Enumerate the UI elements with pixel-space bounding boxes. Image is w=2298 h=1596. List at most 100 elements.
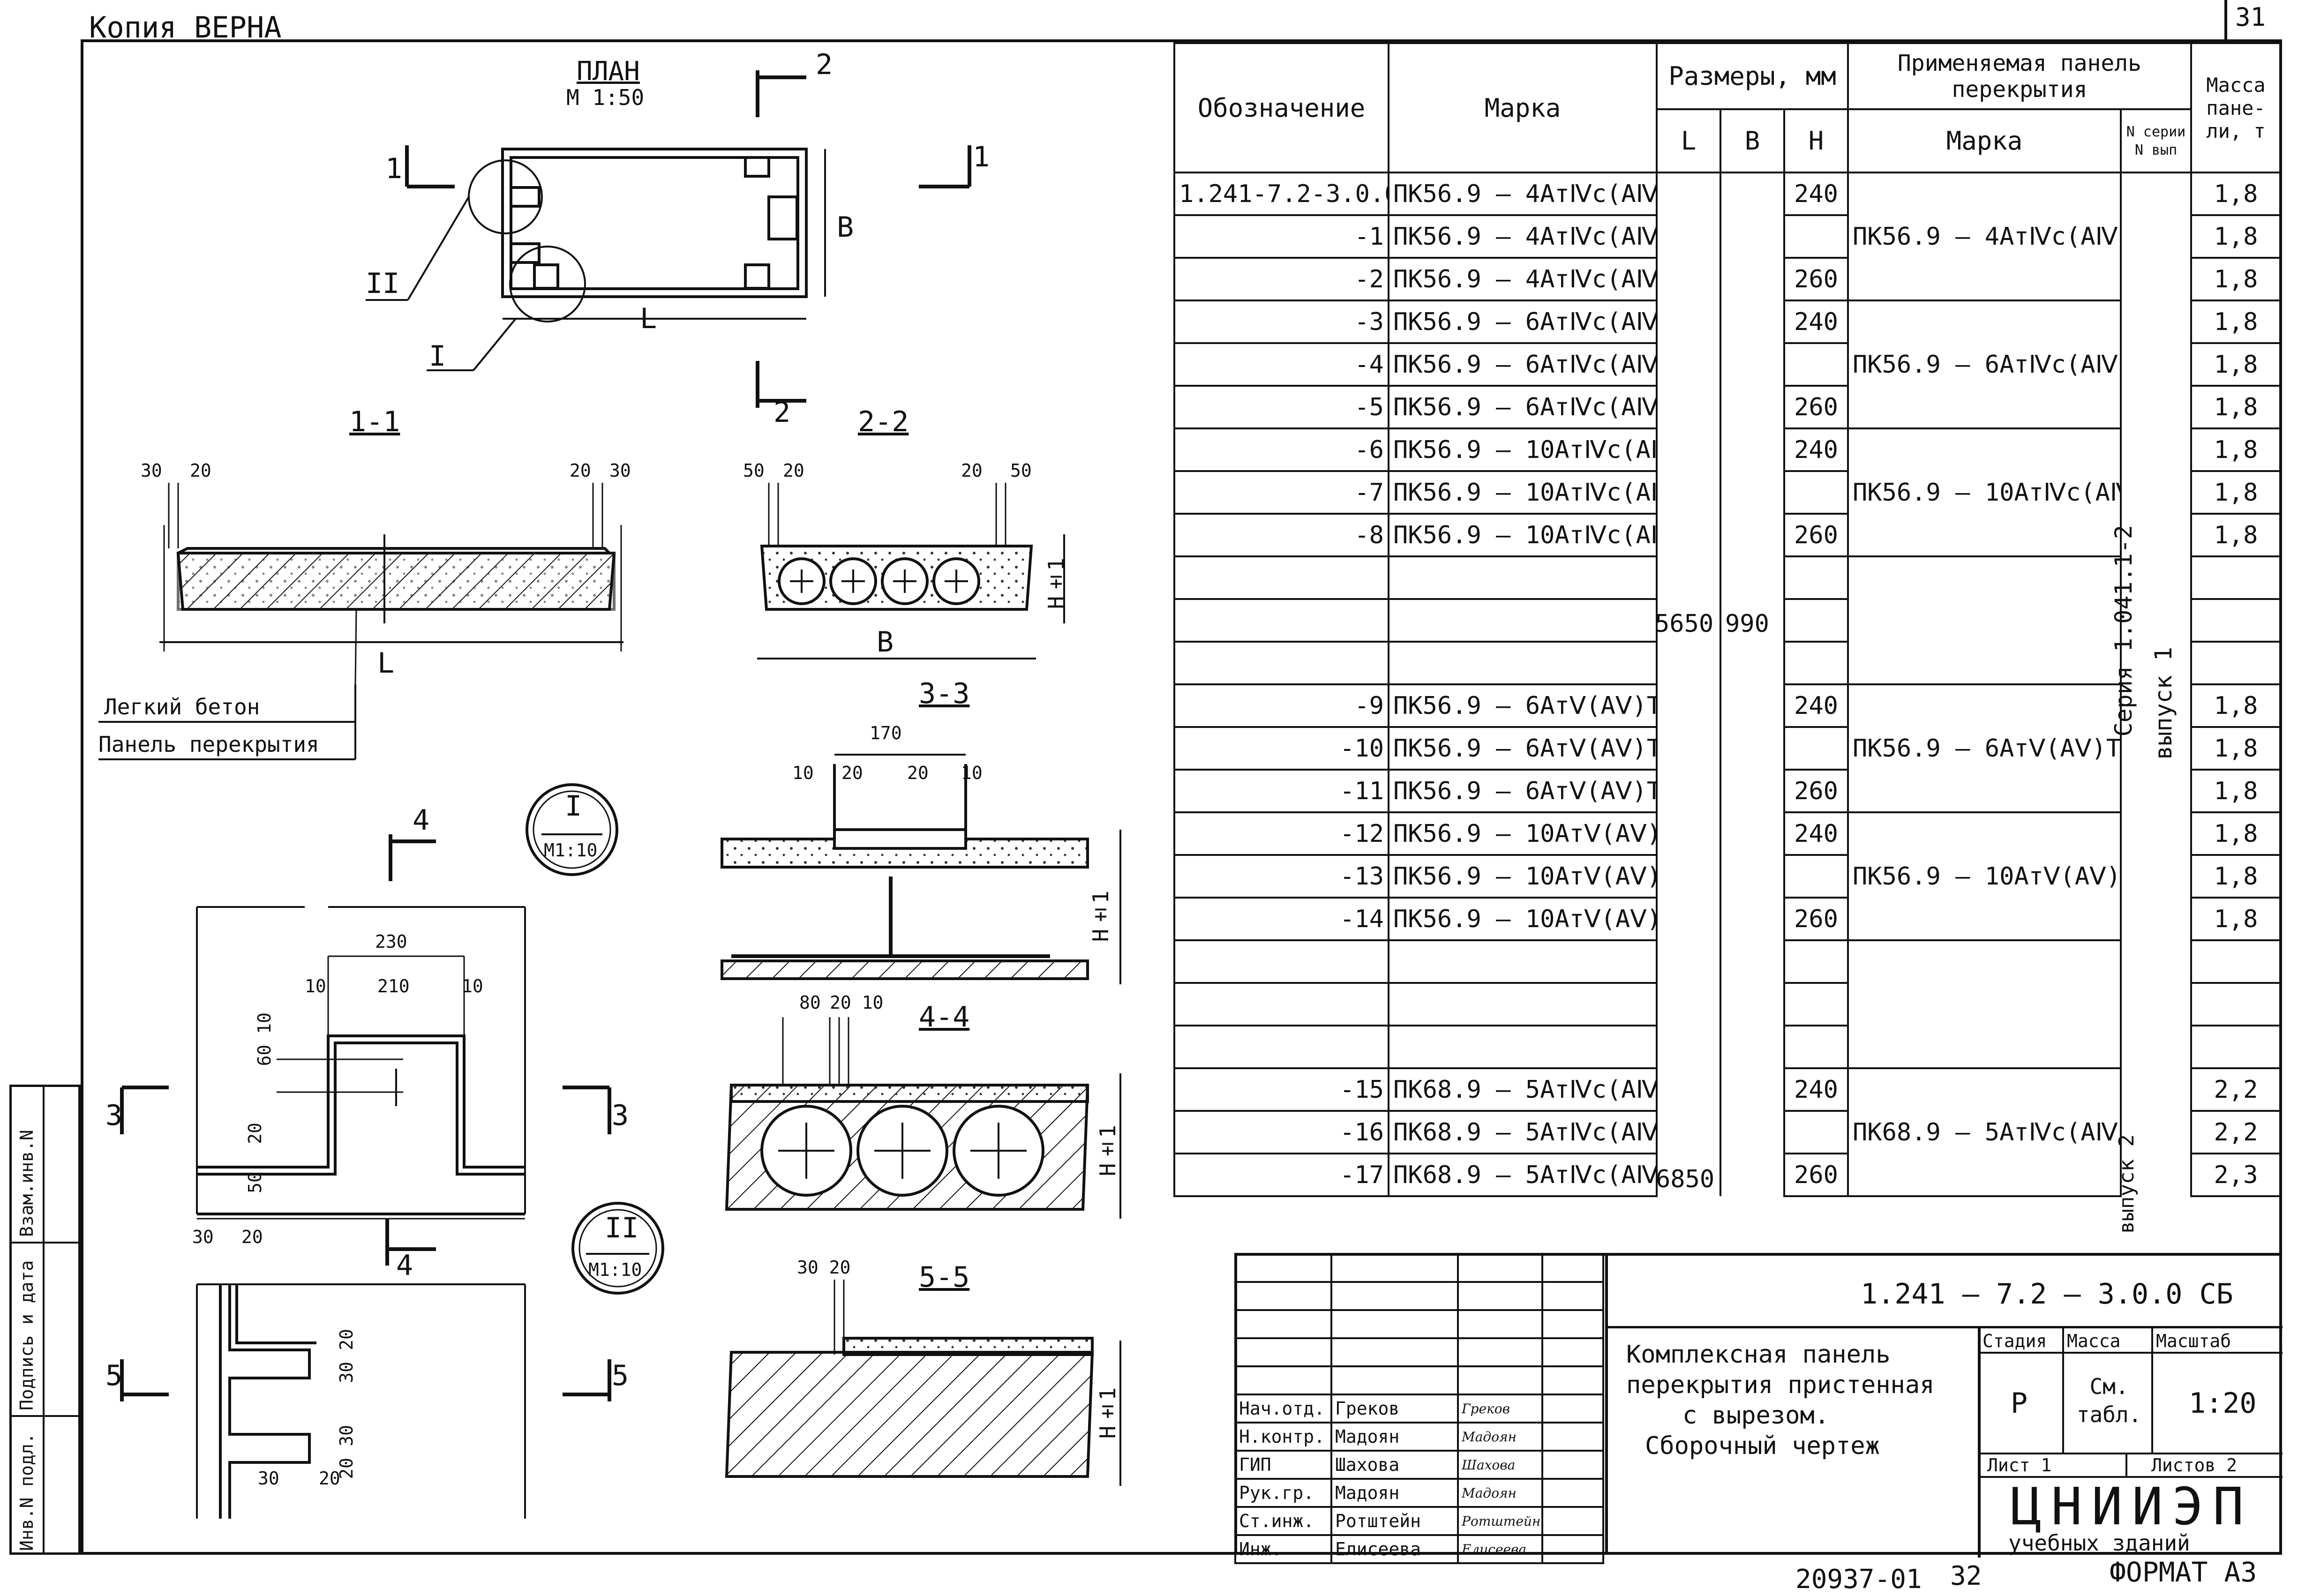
cell-series — [2120, 855, 2192, 898]
cell-empty — [1388, 641, 1658, 685]
cell-panel-mark: ПК56.9 – 4АтⅣс(АⅣ)Т — [1847, 172, 2122, 301]
cell-oboznachenie: -16 — [1173, 1110, 1389, 1154]
cell-L — [1656, 556, 1721, 599]
cell-empty — [1173, 982, 1389, 1027]
cell-oboznachenie: -6 — [1173, 427, 1389, 472]
cell-series — [2120, 770, 2192, 812]
cell-mass: 1,8 — [2190, 726, 2282, 771]
cell-B — [1720, 343, 1785, 386]
cell-H — [1783, 555, 1849, 600]
cell-series — [2120, 1068, 2192, 1111]
cell-mass: 1,8 — [2190, 172, 2282, 216]
section-2-2 — [757, 483, 1065, 659]
node-I-roman: I — [565, 790, 582, 823]
cell-series — [2120, 599, 2192, 642]
section-3-3-title: 3-3 — [919, 677, 970, 710]
cell-marka: ПК56.9 – 6АтⅣс(АⅣ)Т-В — [1388, 342, 1658, 387]
mass-header: Масса — [2067, 1331, 2121, 1351]
s55-dim-H: Н±1 — [1095, 1387, 1120, 1439]
s44-dim-H: Н±1 — [1095, 1125, 1120, 1176]
s22-dim-20-right: 20 — [961, 460, 983, 481]
cell-oboznachenie: -14 — [1173, 897, 1389, 941]
node-I-dim-50: 50 — [245, 1172, 265, 1193]
cell-empty — [1457, 1253, 1543, 1283]
node-II-dim-20-bottom: 20 — [319, 1468, 340, 1489]
cell-series — [2120, 215, 2192, 258]
copy-note: Копия ВЕРНА — [89, 10, 282, 45]
node-II-detail — [120, 1202, 664, 1519]
node-II-dim-20-top: 20 — [241, 1227, 263, 1247]
bottom-page: 32 — [1950, 1561, 1982, 1591]
s44-dim-80: 80 — [799, 992, 821, 1013]
cell-oboznachenie: -13 — [1173, 854, 1389, 899]
cell-H — [1783, 214, 1849, 259]
s33-dim-20-left: 20 — [841, 763, 863, 783]
col-header-razmery: Размеры, мм — [1656, 42, 1849, 110]
cell-H: 260 — [1783, 769, 1849, 813]
node-II-section-4: 4 — [396, 1249, 413, 1282]
cell-series — [2120, 258, 2192, 300]
approval-role: ГИП — [1234, 1450, 1332, 1480]
plan-scale: М 1:50 — [566, 85, 645, 110]
cell-B — [1720, 514, 1785, 556]
approval-signature: Греков — [1457, 1394, 1543, 1424]
cell-H: 260 — [1783, 1153, 1849, 1197]
section-4-4 — [725, 1017, 1121, 1219]
cell-B — [1720, 684, 1785, 727]
cell-series — [2120, 1111, 2192, 1154]
s33-dim-10-right: 10 — [961, 763, 983, 783]
cell-mass: 1,8 — [2190, 683, 2282, 728]
cell-empty — [1234, 1337, 1332, 1367]
cell-empty — [1457, 1309, 1543, 1339]
cell-H: 260 — [1783, 897, 1849, 941]
s33-dim-20-right: 20 — [907, 763, 929, 783]
approval-role: Н.контр. — [1234, 1422, 1332, 1452]
cell-B — [1720, 556, 1785, 599]
node-I-dim-210: 210 — [377, 976, 410, 997]
cell-empty — [1173, 1025, 1389, 1069]
cell-H — [1783, 342, 1849, 387]
col-header-seriya-vypusk: N серии N вып — [2120, 108, 2192, 173]
section-3-3 — [721, 754, 1121, 984]
cell-B — [1720, 1026, 1785, 1068]
cell-mass: 1,8 — [2190, 300, 2282, 344]
cell-marka: ПК56.9 – 6АтⅤ(АⅤ)Т-В — [1388, 726, 1658, 771]
issue-2-label: выпуск 2 — [2115, 1134, 2139, 1234]
table-row — [1173, 982, 2282, 1027]
dim-L-6850: 6850 — [1656, 1165, 1715, 1193]
org-name-small: учебных зданий — [2008, 1530, 2190, 1556]
drawing-frame — [81, 39, 2282, 1555]
cell-H: 240 — [1783, 683, 1849, 728]
approval-date — [1541, 1422, 1604, 1452]
approval-name: Греков — [1330, 1394, 1459, 1424]
cell-H: 240 — [1783, 811, 1849, 856]
cell-mass: 1,8 — [2190, 214, 2282, 259]
cell-marka: ПК56.9 – 10АтⅤ(АⅤ)Т-Г — [1388, 897, 1658, 941]
plan-node-II: II — [366, 267, 400, 300]
cell-oboznachenie: -10 — [1173, 726, 1389, 771]
cell-series — [2120, 514, 2192, 556]
cell-H: 240 — [1783, 172, 1849, 216]
title-block: 1.241 – 7.2 – 3.0.0 СБ Комплексная панел… — [1234, 1253, 2283, 1558]
cell-B — [1720, 258, 1785, 300]
cell-L — [1656, 1111, 1721, 1154]
cell-L — [1656, 599, 1721, 642]
plan-section-2-top: 2 — [816, 48, 833, 81]
approval-signature: Ротштейн — [1457, 1506, 1543, 1536]
stage-value: Р — [2011, 1387, 2028, 1420]
sheet-count: Листов 2 — [2151, 1455, 2238, 1476]
plan-dim-L: L — [640, 302, 657, 335]
approval-name: Мадоян — [1330, 1422, 1459, 1452]
cell-L — [1656, 983, 1721, 1026]
